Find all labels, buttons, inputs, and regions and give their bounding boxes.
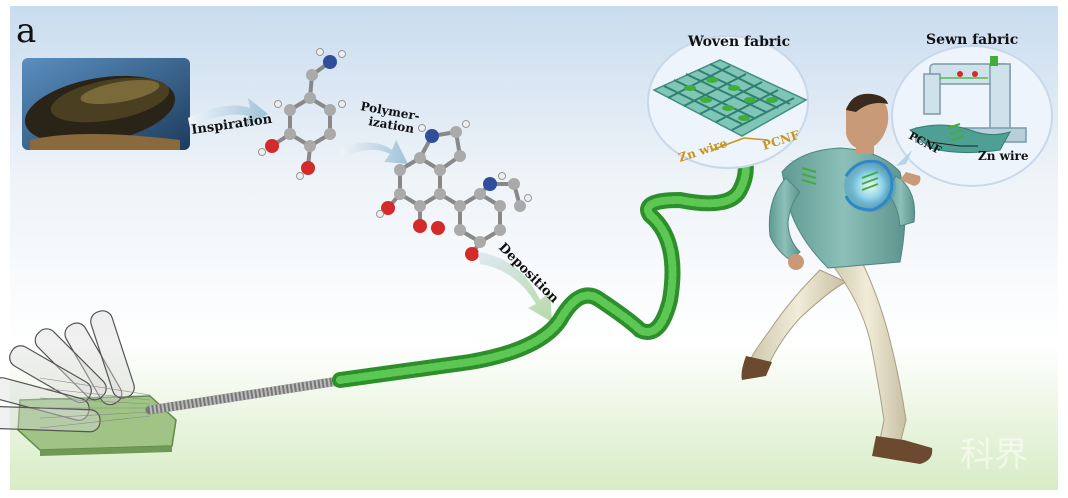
battery-glow-icon <box>844 159 896 212</box>
carbon-nanotube-bundle-icon <box>0 310 177 456</box>
polydopamine-molecule-icon <box>376 120 532 261</box>
sewn-to-man-arrow <box>896 150 912 166</box>
zn-wire-sewn-label: Zn wire <box>978 149 1029 163</box>
pcnf-fiber-texture <box>336 156 750 384</box>
sewn-fabric-title: Sewn fabric <box>926 32 1018 48</box>
woven-fabric-title: Woven fabric <box>687 34 790 50</box>
dopamine-molecule-icon <box>258 48 346 180</box>
mussel-photo <box>22 58 190 150</box>
panel-label: a <box>16 11 36 51</box>
woven-fabric-icon: Zn wire PCNF <box>647 35 809 169</box>
sewing-machine-icon: PCNF Zn wire <box>891 45 1053 187</box>
carbon-fiber-strand-texture <box>149 375 346 415</box>
watermark: 科界 <box>960 435 1028 475</box>
